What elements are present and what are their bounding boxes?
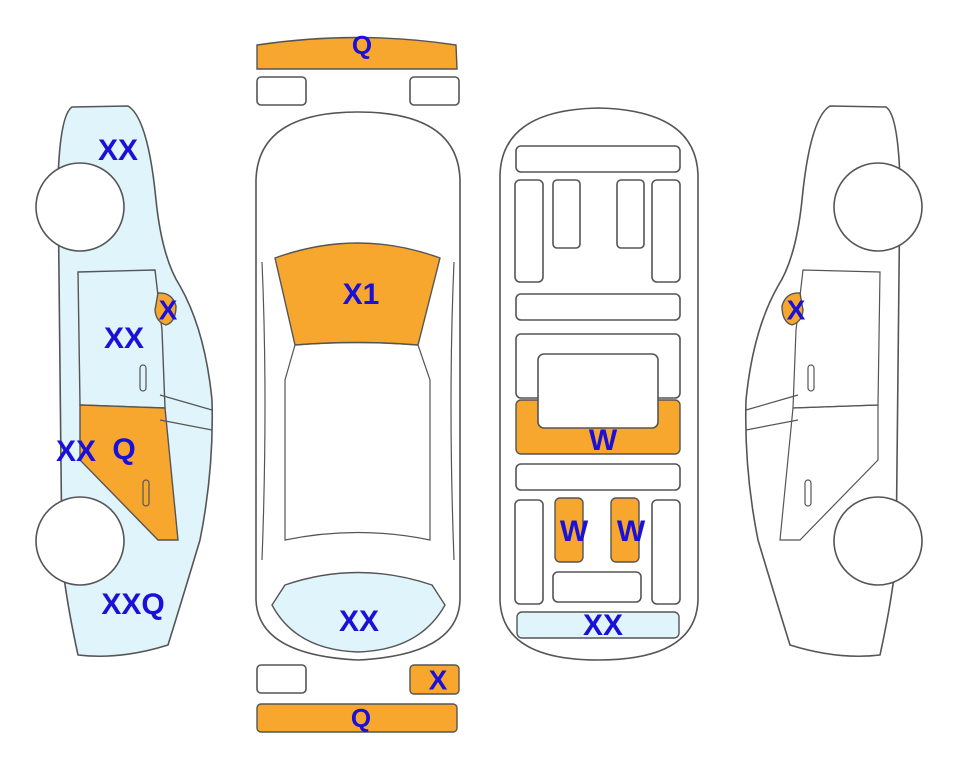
left-mirror-damage [154,292,177,326]
left-window-line [159,394,213,411]
top-view [255,36,461,733]
right-rear-wheel [833,496,923,586]
underbody-left-bar-damage [554,497,584,563]
underbody-front-inner-right [616,179,645,249]
left-side-view [35,105,214,657]
label-rear-window: XX [339,605,379,638]
underbody-rear-damage [516,611,680,639]
front-left-light [256,76,307,106]
label-rear-bumper-corner: X [429,664,448,695]
underbody-crossbar-3 [515,463,681,491]
underbody-front-bar [515,145,681,173]
label-left-rear-door-b: Q [112,433,135,466]
label-left-rear: XXQ [101,588,164,621]
left-side-line [261,261,266,561]
label-underbody-right-bar: W [617,515,646,548]
left-rear-door-damage [79,404,179,541]
underbody-front-inner-left [552,179,581,249]
right-front-wheel [833,162,923,252]
rear-left-light [256,664,307,694]
label-right-mirror: X [787,294,806,325]
underbody-right-rail [651,179,681,283]
label-left-front: XX [98,134,138,167]
label-left-front-door: XX [104,322,144,355]
right-rear-door [779,404,879,541]
rear-window-damage [271,571,446,653]
underbody-rear-left-rail [514,499,544,605]
front-bumper-damage [256,36,458,70]
rear-bumper-damage [256,703,458,733]
right-window-line-2 [745,419,799,431]
label-underbody-center: W [589,424,618,457]
label-rear-bumper: Q [351,703,371,733]
label-underbody-rear: XX [583,609,623,642]
right-front-handle [807,364,815,392]
label-left-rear-door-a: XX [56,435,96,468]
underbody-right-bar-damage [610,497,640,563]
left-rear-handle [142,479,150,507]
underbody-rear-right-rail [651,499,681,605]
underbody-rear-inner-bar [552,571,642,603]
front-right-light [409,76,460,106]
left-rear-wheel [35,496,125,586]
right-front-door [792,269,881,409]
right-mirror-damage [781,292,804,326]
label-front-bumper: Q [352,30,372,60]
right-window-line [745,394,799,411]
right-side-view [744,105,923,657]
left-front-handle [139,364,147,392]
underbody-left-rail [514,179,544,283]
left-front-door [77,269,166,409]
right-rear-handle [804,479,812,507]
left-front-wheel [35,162,125,252]
right-side-line [450,261,455,561]
label-hood: X1 [343,278,380,311]
left-window-line-2 [159,419,213,431]
underbody-crossbar-1 [515,293,681,321]
underbody-center-box [537,353,659,429]
damage-labels: Q X1 XX X Q XX X XX XX Q XXQ W W W XX X [56,30,806,733]
underbody-view [499,107,699,661]
rear-right-light-damage [409,664,460,695]
label-underbody-left-bar: W [560,515,589,548]
roof-outline [284,341,431,541]
label-left-mirror: X [159,294,178,325]
